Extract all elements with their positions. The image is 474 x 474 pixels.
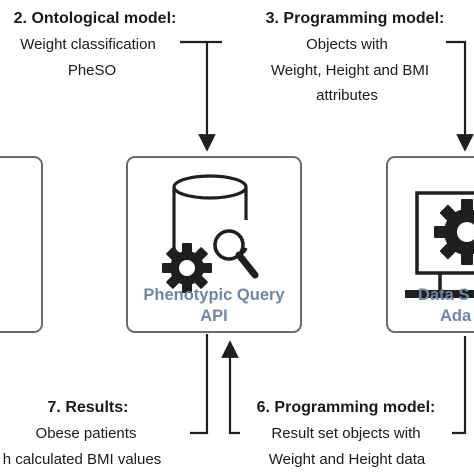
bottom-right-line-2: Weight and Height data	[269, 451, 426, 468]
bottom-right-line-1: Result set objects with	[271, 425, 420, 442]
top-right-annotation: 3. Programming model: Objects with Weigh…	[266, 10, 445, 104]
connector-top-right	[207, 40, 474, 152]
connector-top-left	[180, 40, 216, 152]
top-left-annotation: 2. Ontological model: Weight classificat…	[14, 10, 177, 79]
top-left-title: 2. Ontological model:	[14, 10, 177, 27]
gear-icon	[162, 243, 212, 293]
api-label-line-2: API	[200, 307, 228, 325]
adapter-label-line-2: Ada	[440, 307, 472, 325]
top-right-line-3: attributes	[316, 87, 378, 104]
gear-icon	[434, 199, 474, 265]
adapter-label-line-1: Data S	[418, 286, 469, 304]
top-left-line-1: Weight classification	[20, 36, 156, 53]
top-right-title: 3. Programming model:	[266, 10, 445, 27]
data-adapter-box: Data S Ada	[386, 156, 474, 333]
monitor-icon	[405, 191, 474, 298]
phenotypic-query-api-box: Phenotypic Query API	[126, 156, 302, 333]
magnifier-icon	[213, 229, 259, 279]
connector-bottom-left	[190, 334, 209, 435]
bottom-left-title: 7. Results:	[48, 399, 129, 416]
connector-bottom-right	[221, 336, 467, 435]
bottom-left-annotation: 7. Results: Obese patients h calculated …	[3, 399, 161, 468]
top-right-line-2: Weight, Height and BMI	[271, 62, 429, 79]
bottom-left-line-1: Obese patients	[36, 425, 137, 442]
bottom-right-title: 6. Programming model:	[257, 399, 436, 416]
left-box	[0, 156, 43, 333]
api-label-line-1: Phenotypic Query	[143, 286, 285, 304]
bottom-right-annotation: 6. Programming model: Result set objects…	[257, 399, 436, 468]
bottom-left-line-2: h calculated BMI values	[3, 451, 161, 468]
top-right-line-1: Objects with	[306, 36, 388, 53]
top-left-line-2: PheSO	[68, 62, 116, 79]
